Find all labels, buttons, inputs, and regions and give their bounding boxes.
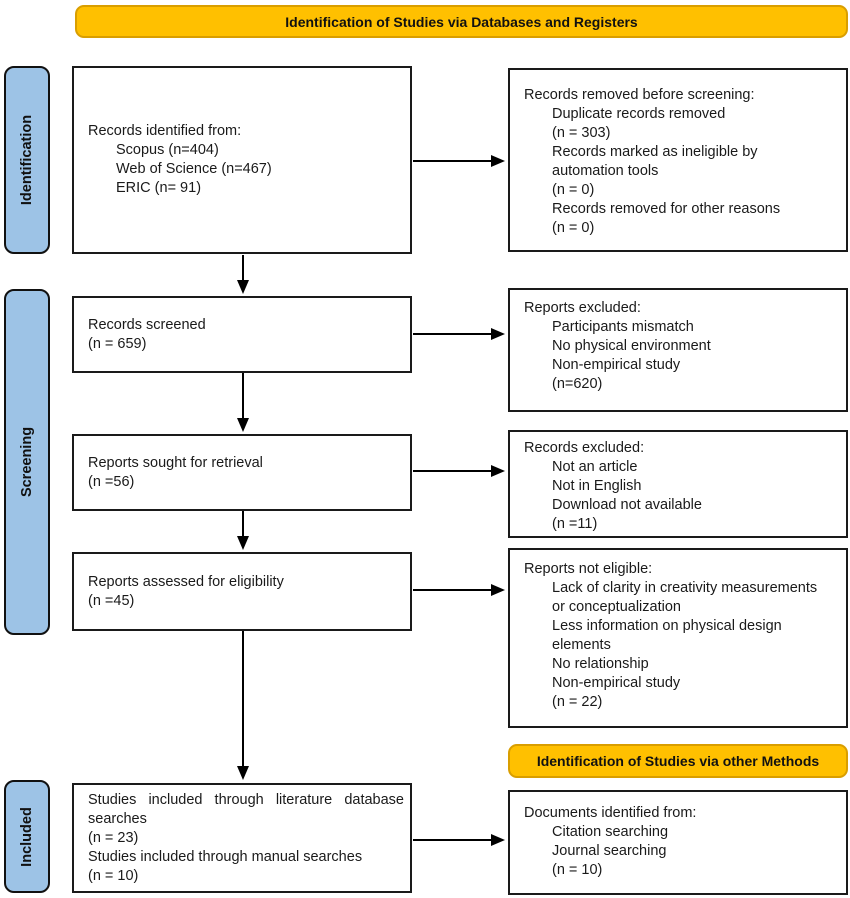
box-line: (n = 303)	[552, 125, 611, 141]
box-line: (n = 22)	[552, 694, 603, 710]
box-line: (n =11)	[552, 516, 598, 532]
box-line: (n = 659)	[88, 335, 147, 352]
box-line: Web of Science (n=467)	[116, 161, 272, 177]
box-records-screened: Records screened (n = 659)	[72, 296, 412, 373]
box-reports-sought: Reports sought for retrieval (n =56)	[72, 434, 412, 511]
box-studies-included: Studies included through literature data…	[72, 783, 412, 893]
box-line: automation tools	[552, 163, 659, 179]
box-line: (n = 0)	[552, 220, 595, 236]
box-reports-excluded: Reports excluded: Participants mismatch …	[508, 288, 848, 412]
box-line: No physical environment	[552, 338, 711, 354]
box-documents-identified: Documents identified from: Citation sear…	[508, 790, 848, 895]
box-line: Scopus (n=404)	[116, 142, 219, 158]
banner-databases-label: Identification of Studies via Databases …	[285, 13, 638, 30]
box-line: or conceptualization	[552, 599, 681, 615]
box-line: No relationship	[552, 656, 649, 672]
rail-identification-label: Identification	[19, 114, 36, 206]
box-title: Records excluded:	[524, 440, 645, 456]
box-line: Download not available	[552, 497, 702, 513]
box-line: Studies included through manual searches	[88, 849, 363, 865]
banner-databases-registers: Identification of Studies via Databases …	[75, 5, 848, 38]
box-reports-not-eligible: Reports not eligible: Lack of clarity in…	[508, 548, 848, 728]
box-line: (n =56)	[88, 473, 135, 490]
box-title: Reports not eligible:	[524, 561, 653, 577]
box-line: searches	[88, 811, 147, 827]
box-line: Records screened	[88, 316, 206, 333]
banner-other-methods-label: Identification of Studies via other Meth…	[536, 753, 820, 769]
box-title: Records removed before screening:	[524, 87, 755, 103]
box-records-excluded: Records excluded: Not an article Not in …	[508, 430, 848, 538]
box-line: (n = 10)	[88, 868, 139, 884]
banner-other-methods: Identification of Studies via other Meth…	[508, 744, 848, 778]
box-records-identified: Records identified from: Scopus (n=404) …	[72, 66, 412, 254]
box-line: Not an article	[552, 459, 638, 475]
box-line: Participants mismatch	[552, 319, 694, 335]
box-line: Lack of clarity in creativity measuremen…	[552, 580, 818, 596]
box-title: Records identified from:	[88, 123, 242, 139]
box-line: Not in English	[552, 478, 642, 494]
box-line: Journal searching	[552, 843, 667, 859]
box-line: Reports assessed for eligibility	[88, 573, 284, 590]
rail-included: Included	[4, 780, 50, 893]
box-line: (n = 10)	[552, 862, 603, 878]
box-line: Non-empirical study	[552, 675, 681, 691]
rail-included-label: Included	[19, 806, 35, 867]
box-line: (n = 23)	[88, 830, 139, 846]
box-line: Citation searching	[552, 824, 669, 840]
box-line: Reports sought for retrieval	[88, 454, 263, 471]
rail-identification: Identification	[4, 66, 50, 254]
box-line: Studies included through literature data…	[88, 792, 404, 808]
box-reports-assessed: Reports assessed for eligibility (n =45)	[72, 552, 412, 631]
box-line: Less information on physical design	[552, 618, 782, 634]
box-line: (n =45)	[88, 592, 135, 609]
box-line: elements	[552, 637, 611, 653]
box-line: (n = 0)	[552, 182, 595, 198]
box-title: Reports excluded:	[524, 300, 641, 316]
box-line: Duplicate records removed	[552, 106, 726, 122]
box-line: Non-empirical study	[552, 357, 681, 373]
box-line: Records removed for other reasons	[552, 201, 781, 217]
box-line: (n=620)	[552, 376, 603, 392]
rail-screening-label: Screening	[19, 426, 36, 498]
box-line: Records marked as ineligible by	[552, 144, 758, 160]
box-title: Documents identified from:	[524, 805, 697, 821]
box-line: ERIC (n= 91)	[116, 180, 202, 196]
box-records-removed: Records removed before screening: Duplic…	[508, 68, 848, 252]
rail-screening: Screening	[4, 289, 50, 635]
